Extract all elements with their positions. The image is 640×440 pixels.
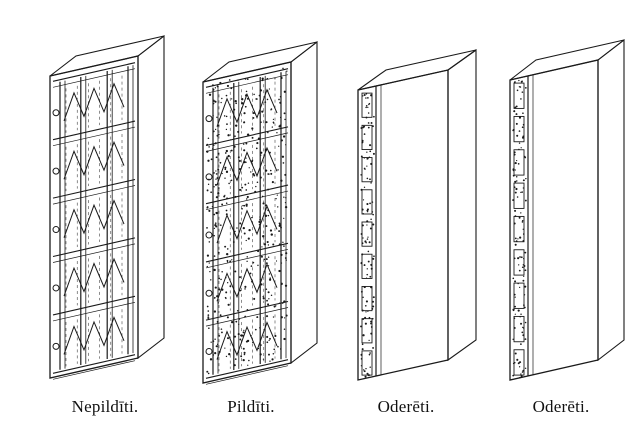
panel-lined-4 <box>509 38 625 381</box>
panel-filled-2 <box>202 40 318 385</box>
caption-lined-2: Oderēti. <box>532 397 590 416</box>
caption-lined-1: Oderēti. <box>377 397 435 416</box>
caption-unfilled: Nepildīti. <box>71 397 139 416</box>
panel-unfilled-1 <box>49 34 165 380</box>
caption-filled: Pildīti. <box>227 397 275 416</box>
panel-lined-3 <box>357 48 477 381</box>
